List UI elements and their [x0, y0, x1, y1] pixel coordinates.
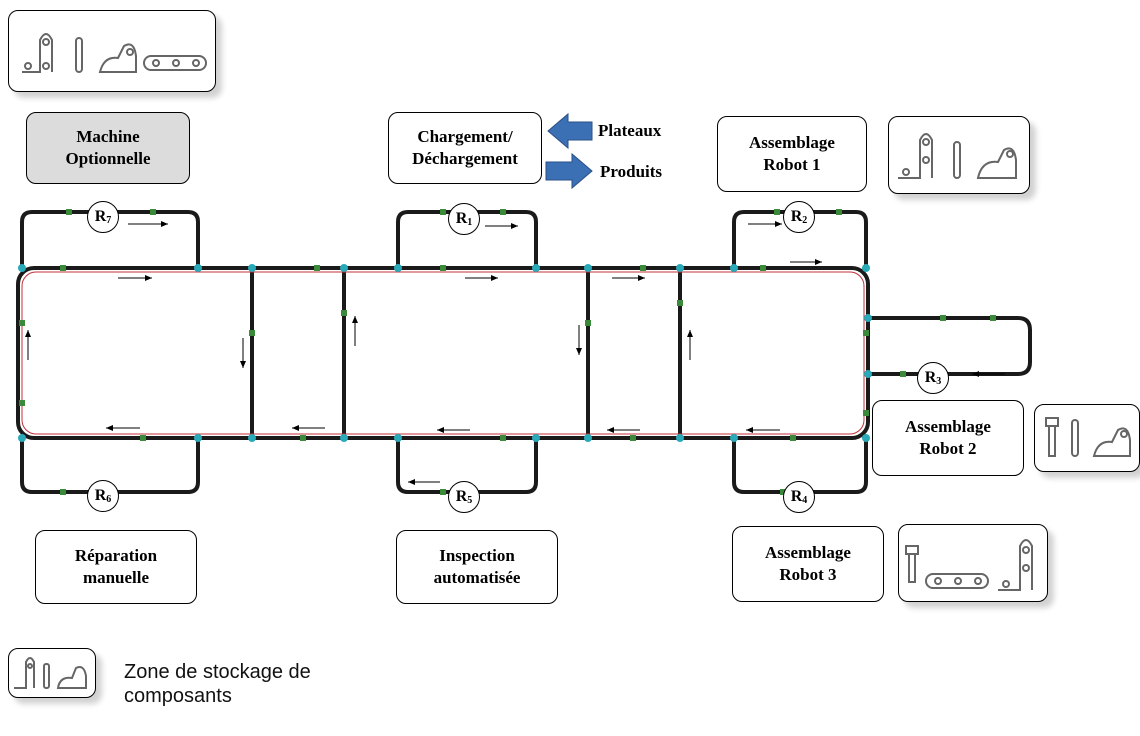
flow-arrows: [25, 221, 1005, 485]
station-inspection: Inspection automatisée: [396, 530, 558, 604]
produits-arrow: [545, 152, 593, 190]
station-assemblage-robot2: Assemblage Robot 2: [872, 400, 1024, 476]
storage-zone-legend: [8, 648, 96, 698]
storage-zone-robot2: [1034, 404, 1140, 472]
station-assemblage-robot3: Assemblage Robot 3: [732, 526, 884, 602]
station-reparation: Réparation manuelle: [35, 530, 197, 604]
storage-zone-robot1: [888, 116, 1030, 194]
track-inner-lines: [21, 271, 865, 435]
shuttles: [19, 209, 996, 495]
station-assemblage-robot1: Assemblage Robot 1: [717, 116, 867, 192]
plateaux-label: Plateaux: [598, 121, 662, 140]
station-machine-optionnelle: Machine Optionnelle: [26, 112, 190, 184]
storage-zone-top-left: [8, 10, 216, 92]
produits-label: Produits: [600, 162, 663, 181]
legend-storage-label: Zone de stockage de composants: [124, 661, 311, 707]
storage-zone-robot3: [898, 524, 1048, 602]
station-chargement: Chargement/ Déchargement: [388, 112, 542, 184]
junctions: [18, 264, 872, 442]
plateaux-arrow: [547, 112, 593, 150]
